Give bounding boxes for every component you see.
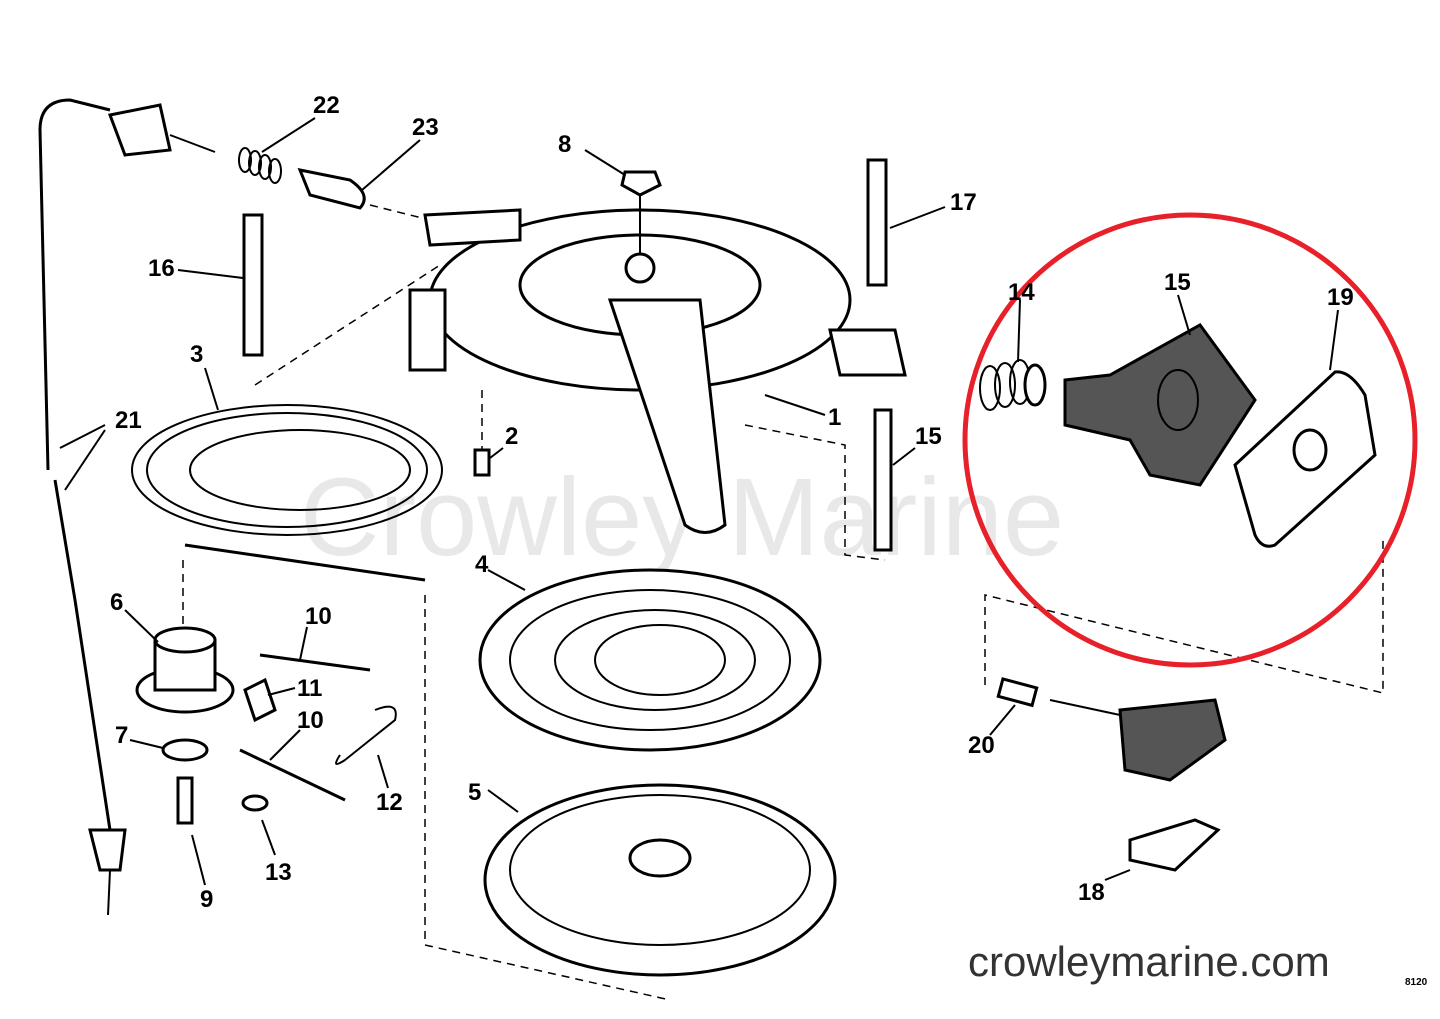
pawl-11 [243,677,277,723]
callout-10b: 10 [297,707,324,734]
callout-2: 2 [505,423,518,450]
callout-labels: 1 2 3 4 5 6 7 8 9 10 10 11 12 13 14 15 1… [110,92,1354,913]
screw-15 [873,408,893,552]
link-10b [239,748,346,802]
callout-14: 14 [1008,279,1035,306]
cam-6 [135,626,235,714]
spring-22 [238,147,282,184]
callout-4: 4 [475,551,489,578]
callout-15-insert: 15 [1164,269,1191,296]
callout-10a: 10 [305,603,332,630]
callout-6: 6 [110,589,123,616]
callout-23: 23 [412,114,439,141]
pulley-5 [483,783,837,977]
link-10a [259,653,371,672]
callout-21: 21 [115,407,142,434]
washer-13 [241,794,269,812]
screw-17 [866,158,888,287]
choke-cable-lower [53,479,112,831]
callout-1: 1 [828,404,841,431]
plunger-23 [297,167,366,210]
callout-18: 18 [1078,879,1105,906]
nut-8 [620,170,662,197]
callout-17: 17 [950,189,977,216]
callout-20: 20 [968,732,995,759]
figure-code: 8120 [1405,977,1428,988]
spring-14 [979,359,1047,411]
callout-15-screw: 15 [915,423,942,450]
screw-16 [242,213,264,357]
cable-lower-fitting [88,828,127,872]
starter-handle [1118,698,1227,782]
choke-cable-upper [38,98,111,471]
starter-housing [408,208,907,534]
spring-4 [478,568,822,752]
callout-9: 9 [200,886,213,913]
spring-12 [335,705,397,765]
callout-8: 8 [558,131,571,158]
callout-3: 3 [190,341,203,368]
callout-19: 19 [1327,284,1354,311]
handle-insert-15 [1063,323,1257,487]
callout-7: 7 [115,722,128,749]
sleeve-20 [996,677,1039,708]
callout-5: 5 [468,779,481,806]
screw-9 [176,776,194,825]
callout-11: 11 [297,675,322,702]
callout-22: 22 [313,92,340,119]
leader-lines [59,117,1339,886]
rewind-spring-3 [131,404,443,536]
callout-12: 12 [376,789,403,816]
retainer-18 [1128,818,1221,872]
website-watermark: crowleymarine.com [968,938,1330,985]
highlight-circle [962,212,1418,668]
screw-2 [473,448,491,477]
rope [184,543,426,582]
callout-13: 13 [265,859,292,886]
callout-16: 16 [148,255,175,282]
cable-end-fitting [107,103,172,157]
washer-7 [161,738,209,762]
